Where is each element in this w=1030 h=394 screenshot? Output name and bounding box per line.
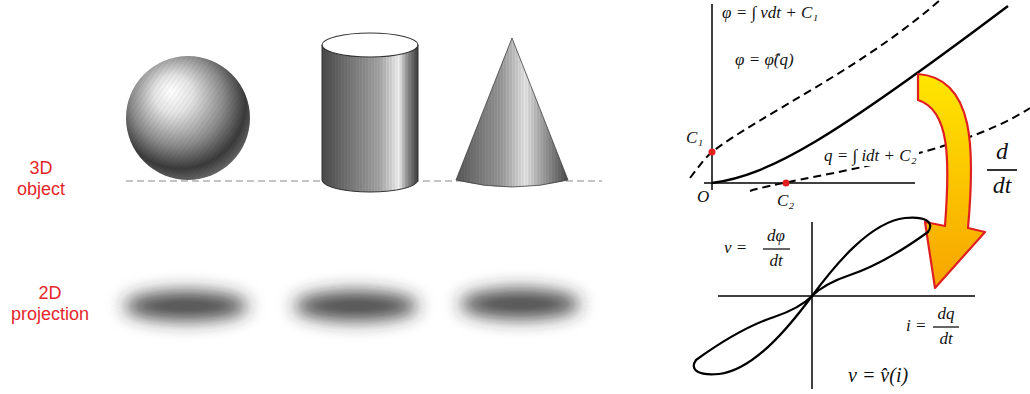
dashed-curve bbox=[690, 0, 940, 178]
point-label: C₁ bbox=[686, 128, 703, 148]
point-label: C₂ bbox=[777, 191, 794, 211]
curve-label: φ = φ̂(q) bbox=[735, 50, 794, 70]
row-label: 2D projection bbox=[2, 283, 98, 324]
pinched-loop bbox=[694, 218, 930, 375]
operator-denominator: dt bbox=[993, 172, 1012, 200]
intercept-dot bbox=[783, 180, 790, 187]
intercept-dot bbox=[709, 149, 716, 156]
i-axis bbox=[718, 295, 975, 297]
cone bbox=[456, 38, 568, 187]
v-axis bbox=[811, 222, 813, 389]
projection-shadow bbox=[460, 289, 580, 319]
operator-numerator: d bbox=[996, 138, 1008, 166]
axis-label: φ = ∫ vdt + C₁ bbox=[722, 3, 818, 23]
fraction-numerator: dφ bbox=[767, 226, 785, 246]
cylinder bbox=[322, 45, 418, 192]
axis-label: q = ∫ idt + C₂ bbox=[822, 146, 919, 166]
projection-shadow bbox=[294, 291, 418, 321]
fraction-bar bbox=[763, 248, 790, 249]
row-label: 3D object bbox=[6, 158, 76, 199]
cylinder-shading bbox=[322, 45, 418, 192]
fraction-bar bbox=[933, 326, 959, 327]
axis-label: i = bbox=[906, 316, 926, 336]
projection-shadow bbox=[124, 291, 248, 321]
fraction-denominator: dt bbox=[939, 329, 952, 349]
fraction-denominator: dt bbox=[769, 251, 782, 271]
phi-axis bbox=[711, 4, 713, 190]
cylinder-top bbox=[322, 33, 418, 57]
sphere bbox=[126, 56, 250, 180]
sphere-shading bbox=[126, 56, 250, 180]
cone-shading bbox=[456, 38, 568, 187]
q-axis bbox=[704, 182, 915, 184]
origin-label: O bbox=[697, 187, 709, 207]
dashed-curve bbox=[750, 108, 1030, 191]
derivative-arrow bbox=[918, 74, 985, 288]
curve-label: v = v̂(i) bbox=[848, 364, 908, 387]
fraction-bar bbox=[987, 169, 1017, 171]
fraction-numerator: dq bbox=[938, 304, 955, 324]
axis-label: v = bbox=[724, 238, 747, 258]
